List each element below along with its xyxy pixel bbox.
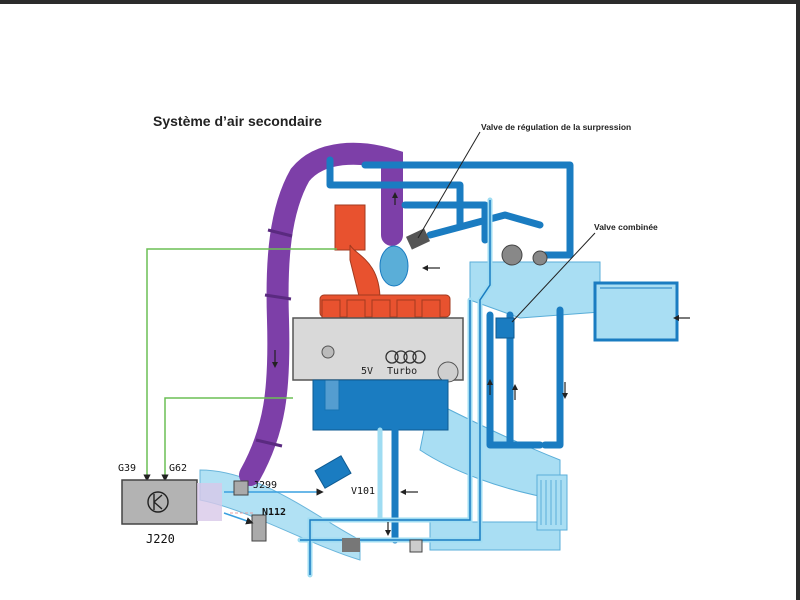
air-filter-box: [593, 281, 679, 342]
engine-cap-icon: [321, 345, 335, 359]
engine-label-turbo: Turbo: [387, 366, 417, 377]
callout-regulation-valve: Valve de régulation de la surpression: [481, 122, 632, 132]
relay-j299: [233, 480, 249, 496]
intake-manifold: [312, 379, 449, 431]
leader-line-combined: [511, 232, 596, 323]
transistor-symbol-icon: [147, 491, 169, 513]
label-j220: J220: [146, 532, 175, 546]
bypass-valve[interactable]: [532, 250, 548, 266]
engine-block: [292, 317, 464, 381]
recirculation-hose: [239, 142, 403, 486]
leader-line-regulation: [417, 131, 481, 239]
label-g62: G62: [169, 463, 188, 474]
label-n112: N112: [262, 507, 287, 518]
sensor-wires: [143, 248, 337, 482]
label-j299: J299: [253, 480, 278, 491]
window-frame-right: [796, 0, 800, 600]
v101-valve[interactable]: [314, 455, 352, 489]
wastegate-valve[interactable]: [501, 244, 523, 266]
four-rings-logo-icon: [385, 350, 426, 364]
window-frame-top: [0, 0, 800, 4]
engine-label-5v: 5V: [361, 366, 373, 377]
diagram-title: Système d’air secondaire: [153, 113, 322, 129]
label-g39: G39: [118, 463, 137, 474]
combined-valve[interactable]: [495, 317, 515, 339]
check-valve: [409, 539, 423, 553]
ecu-j220: [121, 479, 198, 525]
label-v101: V101: [351, 486, 376, 497]
n112-valve[interactable]: [251, 514, 267, 542]
pulley-icon: [437, 361, 459, 383]
secondary-air-pump: [536, 474, 568, 531]
turbocharger: [379, 245, 409, 287]
callout-combined-valve: Valve combinée: [594, 222, 658, 232]
flow-arrows: [272, 192, 690, 536]
ecu-connector: [197, 483, 222, 521]
inline-component: [342, 538, 360, 552]
regulation-valve[interactable]: [405, 228, 431, 250]
